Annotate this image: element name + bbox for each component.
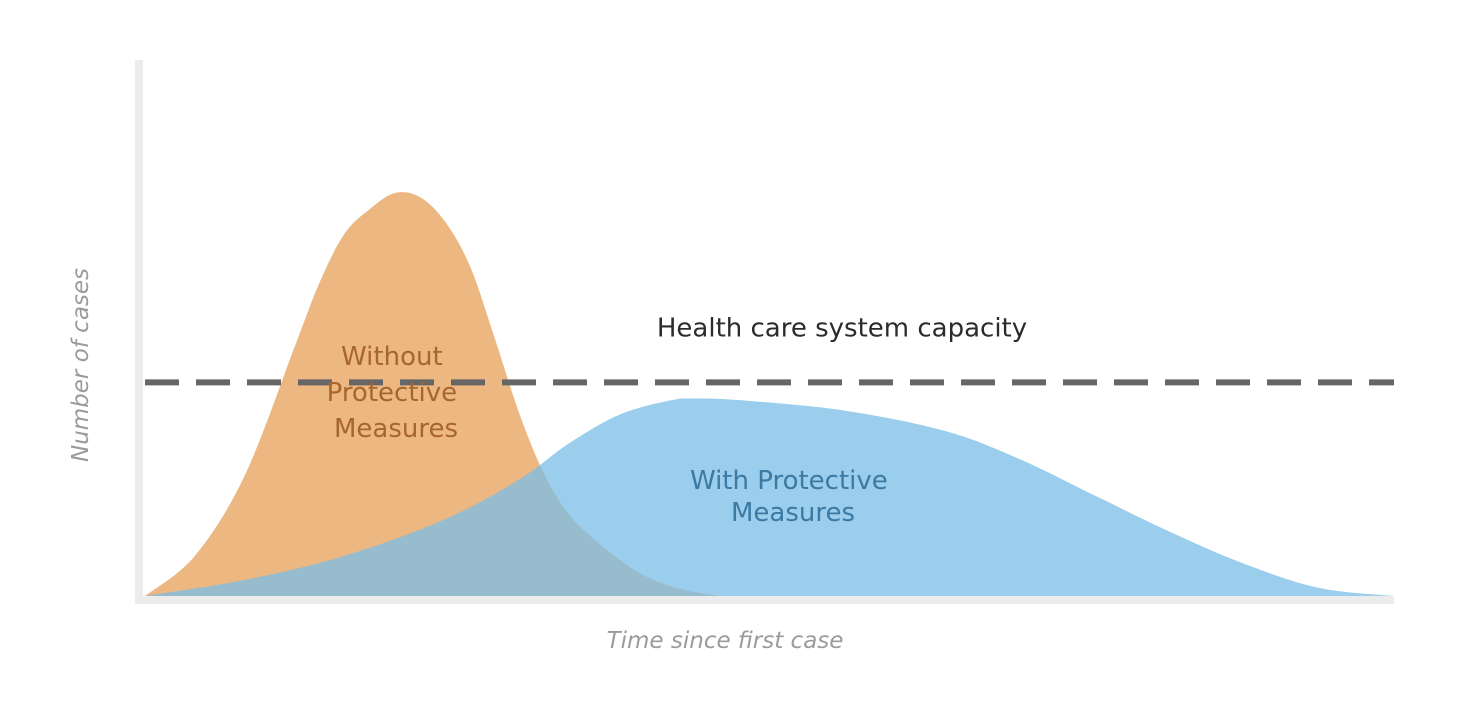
without-measures-area (145, 192, 720, 596)
with-measures-label: With Protective Measures (690, 466, 896, 528)
y-axis-title: Number of cases (68, 268, 94, 462)
x-axis-title: Time since first case (607, 628, 844, 654)
without-measures-label-line-1: Without (341, 342, 443, 372)
without-measures-label-line-3: Measures (334, 414, 458, 444)
capacity-label: Health care system capacity (657, 313, 1027, 343)
without-measures-label: Without Protective Measures (327, 342, 466, 444)
with-measures-label-line-2: Measures (731, 498, 855, 528)
with-measures-area (145, 398, 1394, 596)
with-measures-label-line-1: With Protective (690, 466, 888, 496)
plot-area (145, 192, 1394, 596)
without-measures-label-line-2: Protective (327, 378, 458, 408)
